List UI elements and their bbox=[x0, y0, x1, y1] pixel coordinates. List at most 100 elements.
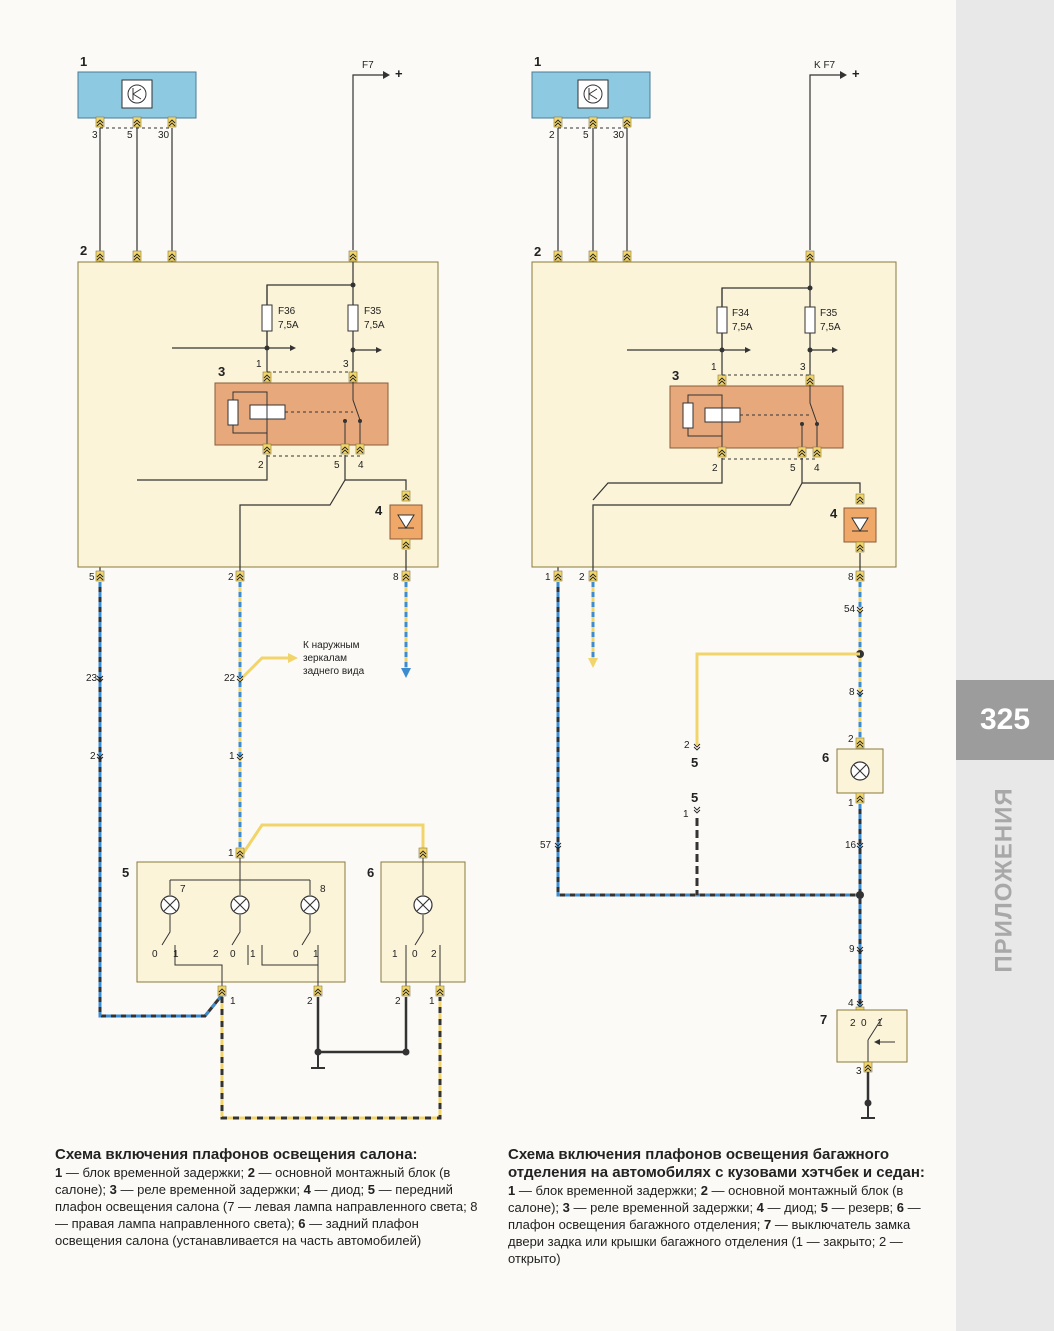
pin-label: 2 bbox=[258, 460, 264, 471]
pin-label: 3 bbox=[92, 130, 98, 141]
caption-text: — реле временной задержки; bbox=[116, 1182, 304, 1197]
caption-text: — передний плафон освещения салона (7 — … bbox=[55, 1182, 478, 1231]
door-switch bbox=[836, 1009, 908, 1063]
pin-label: 3 bbox=[343, 359, 349, 370]
pin-label: 5 bbox=[334, 460, 340, 471]
switch-pos: 1 bbox=[313, 949, 319, 960]
switch-pos: 2 bbox=[213, 949, 219, 960]
pin-label: 3 bbox=[800, 362, 806, 373]
label-lamp6: 6 bbox=[367, 865, 374, 880]
pin-label: 2 bbox=[579, 572, 585, 583]
caption-num: 1 bbox=[508, 1183, 516, 1198]
caption-num: 4 bbox=[756, 1200, 764, 1215]
caption-text: — основной монтажный блок (в салоне); bbox=[508, 1183, 904, 1215]
label-block2: 2 bbox=[80, 243, 87, 258]
label-block2: 2 bbox=[534, 244, 541, 259]
caption-text: — основной монтажный блок (в салоне); bbox=[55, 1165, 451, 1197]
fuse-name: F36 bbox=[278, 306, 296, 317]
pin-label: 8 bbox=[848, 572, 854, 583]
pin-label: 1 bbox=[711, 362, 717, 373]
label-diode: 4 bbox=[830, 506, 838, 521]
pin-label: 2 bbox=[307, 996, 313, 1007]
label-block1: 1 bbox=[534, 54, 541, 69]
pin-label: 5 bbox=[790, 463, 796, 474]
switch-pos: 1 bbox=[250, 949, 256, 960]
caption-text: — плафон освещения багажного отделения; bbox=[508, 1200, 921, 1232]
label-lamp6: 6 bbox=[822, 750, 829, 765]
transistor-icon bbox=[577, 79, 609, 109]
caption-text: — резерв; bbox=[827, 1200, 897, 1215]
pin-label: 1 bbox=[256, 359, 262, 370]
pin-label: 3 bbox=[856, 1066, 862, 1077]
mirror-note: заднего вида bbox=[303, 666, 365, 677]
switch-pos: 1 bbox=[173, 949, 179, 960]
connector-label: 9 bbox=[849, 944, 855, 955]
connector-label: 23 bbox=[86, 673, 98, 684]
caption-num: 5 bbox=[820, 1200, 828, 1215]
pin-label: 5 bbox=[583, 130, 589, 141]
delay-relay-right bbox=[669, 385, 844, 449]
connector-label: 16 bbox=[845, 840, 857, 851]
caption-text: — блок временной задержки; bbox=[62, 1165, 248, 1180]
fuse-rating: 7,5A bbox=[364, 320, 385, 331]
caption-text: — диод; bbox=[763, 1200, 821, 1215]
page-sidebar bbox=[956, 0, 1054, 1331]
caption-num: 3 bbox=[562, 1200, 570, 1215]
caption-num: 6 bbox=[298, 1216, 306, 1231]
caption-num: 7 bbox=[764, 1217, 772, 1232]
pin-label: 1 bbox=[429, 996, 435, 1007]
switch-pos: 0 bbox=[412, 949, 418, 960]
caption-num: 4 bbox=[303, 1182, 311, 1197]
pin-label: 1 bbox=[683, 809, 689, 820]
fuse-f35 bbox=[804, 306, 816, 334]
supply-label: K F7 bbox=[814, 60, 836, 71]
lamp-rear-icon bbox=[413, 895, 433, 915]
pin-label: 2 bbox=[712, 463, 718, 474]
caption-num: 2 bbox=[247, 1165, 255, 1180]
switch-pos: 0 bbox=[861, 1018, 867, 1029]
connector-label: 57 bbox=[540, 840, 552, 851]
caption-num: 2 bbox=[700, 1183, 708, 1198]
plus-label: + bbox=[395, 66, 403, 81]
pin-label: 2 bbox=[549, 130, 555, 141]
lamp-main-icon bbox=[230, 895, 250, 915]
label-block1: 1 bbox=[80, 54, 87, 69]
pin-label: 30 bbox=[158, 130, 170, 141]
caption-num: 5 bbox=[367, 1182, 375, 1197]
switch-pos: 0 bbox=[152, 949, 158, 960]
fuse-rating: 7,5A bbox=[278, 320, 299, 331]
connector-label: 4 bbox=[848, 998, 854, 1009]
pin-label: 4 bbox=[814, 463, 820, 474]
pin-label: 2 bbox=[395, 996, 401, 1007]
pin-label: 2 bbox=[228, 572, 234, 583]
pin-label: 8 bbox=[393, 572, 399, 583]
switch-pos: 1 bbox=[877, 1018, 883, 1029]
fuse-f35 bbox=[347, 304, 359, 332]
switch-pos: 1 bbox=[392, 949, 398, 960]
lamp-8-icon bbox=[300, 895, 320, 915]
caption-text: — блок временной задержки; bbox=[515, 1183, 701, 1198]
caption-text: — диод; bbox=[310, 1182, 368, 1197]
lamp-7-icon bbox=[160, 895, 180, 915]
fuse-name: F35 bbox=[820, 308, 838, 319]
fuse-rating: 7,5A bbox=[820, 322, 841, 333]
caption-num: 6 bbox=[896, 1200, 905, 1215]
label-reserve: 5 bbox=[691, 790, 698, 805]
section-title: ПРИЛОЖЕНИЯ bbox=[991, 787, 1019, 973]
pin-label: 1 bbox=[545, 572, 551, 583]
trunk-lamp-icon bbox=[850, 761, 870, 781]
mirror-note: зеркалам bbox=[303, 653, 347, 664]
label-relay: 3 bbox=[218, 364, 225, 379]
connector-label: 1 bbox=[229, 751, 235, 762]
connector-label: 22 bbox=[224, 673, 236, 684]
caption-num: 3 bbox=[109, 1182, 117, 1197]
transistor-icon bbox=[121, 79, 153, 109]
caption-right-title: Схема включения плафонов освещения багаж… bbox=[508, 1146, 925, 1181]
switch-pos: 2 bbox=[431, 949, 437, 960]
connector-label: 8 bbox=[849, 687, 855, 698]
caption-text: — выключатель замка двери задка или крыш… bbox=[508, 1217, 911, 1266]
pin-label: 4 bbox=[358, 460, 364, 471]
lamp-label: 8 bbox=[320, 884, 326, 895]
caption-left: Схема включения плафонов освещения салон… bbox=[55, 1146, 480, 1249]
mirror-note: К наружным bbox=[303, 640, 360, 651]
